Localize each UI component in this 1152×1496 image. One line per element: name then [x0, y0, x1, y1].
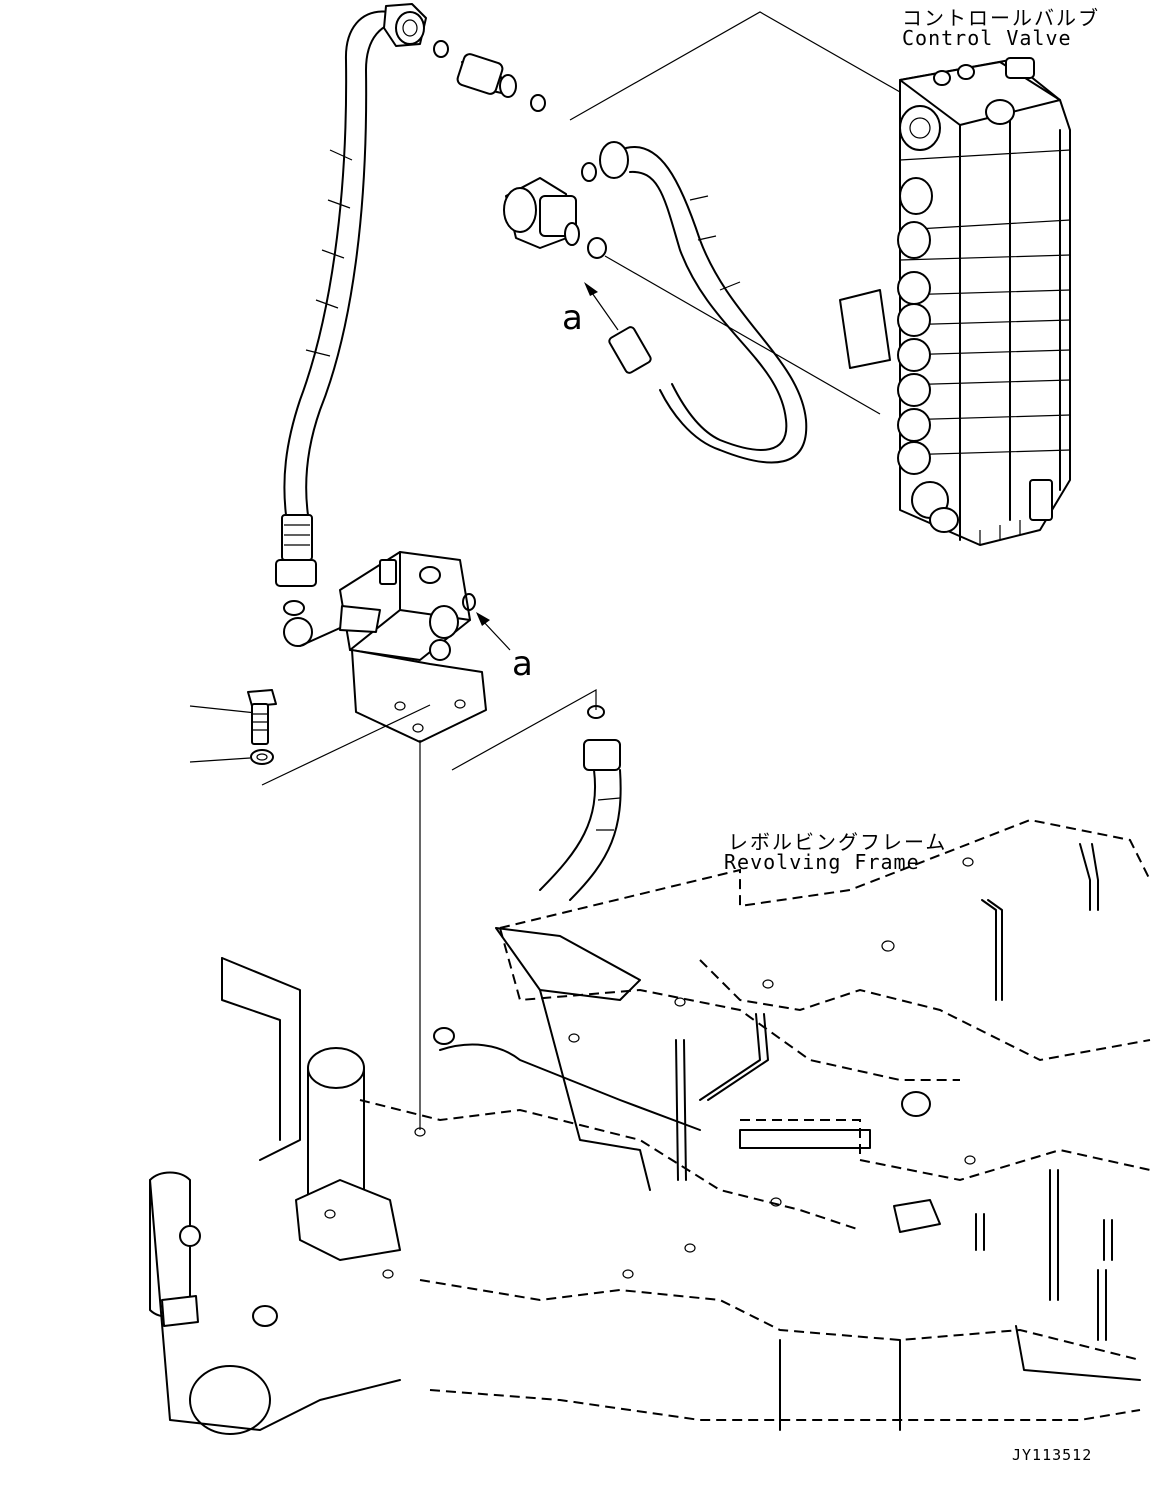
leader-mid	[604, 255, 881, 415]
mounting-bracket	[351, 649, 487, 743]
leader-hose-low	[451, 688, 597, 771]
top-adapter	[433, 40, 546, 112]
arrow-a-upper	[584, 282, 619, 331]
arrow-a-lower	[476, 612, 511, 651]
drawing-number: JY113512	[1012, 1446, 1093, 1464]
upper-hose	[275, 10, 409, 587]
callout-a-upper: a	[562, 298, 583, 338]
leader-bracket	[261, 704, 431, 786]
revolving-frame-label-jp: レボルビングフレーム	[728, 830, 948, 854]
lower-hose	[539, 739, 622, 901]
lower-loop-hose	[599, 141, 808, 464]
top-elbow-fitting	[383, 3, 427, 47]
elbow-fitting-a	[503, 162, 607, 259]
callout-a-lower: a	[512, 644, 533, 684]
valve-block	[283, 551, 476, 661]
control-valve-label-jp: コントロールバルブ	[902, 6, 1100, 30]
revolving-frame	[149, 818, 1151, 1435]
bolt-and-washer	[189, 689, 277, 765]
control-valve	[839, 57, 1071, 546]
revolving-frame-label-en: Revolving Frame	[724, 850, 920, 874]
o-ring-low	[587, 705, 605, 719]
control-valve-label-en: Control Valve	[902, 26, 1072, 50]
leader-top	[569, 11, 901, 121]
